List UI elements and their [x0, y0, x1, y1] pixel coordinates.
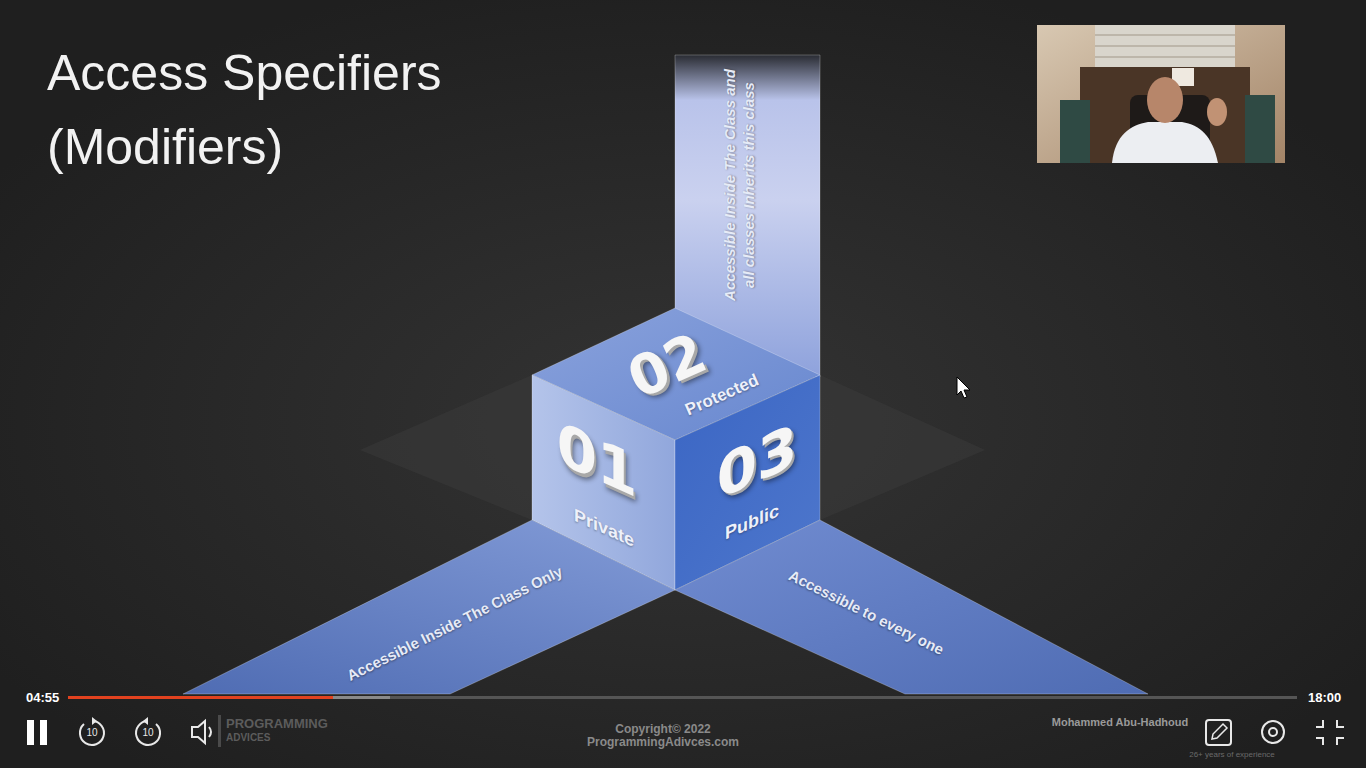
fullscreen-icon [1316, 720, 1344, 745]
volume-wave [209, 727, 211, 737]
webcam-frame [1037, 25, 1285, 163]
rewind-icon [80, 721, 104, 745]
cabinet-door [1060, 100, 1090, 163]
public-band: Accessible to every one [675, 520, 1148, 694]
private-band: Accessible Inside The Class Only [183, 520, 675, 694]
face-polygon [183, 520, 675, 694]
volume-icon [192, 721, 205, 743]
person-head [1147, 77, 1183, 123]
person-shirt [1112, 122, 1218, 163]
author-name: Mohammed Abu-Hadhoud [1052, 716, 1188, 728]
slide-title: Access Specifiers (Modifiers) [47, 36, 517, 184]
forward-arrow [143, 717, 148, 725]
pause-bar [27, 720, 34, 745]
cabinet [1080, 67, 1250, 163]
skip-seconds: 10 [86, 727, 97, 738]
mouse-cursor [957, 377, 970, 398]
face-shape [675, 520, 1148, 694]
progress-track [68, 696, 1297, 699]
band-text: Accessible Inside The Class and all clas… [721, 60, 759, 310]
cabinet-door [1245, 95, 1275, 163]
rewind-arrow [92, 717, 97, 725]
pencil-icon [1212, 724, 1227, 739]
copyright-note: Copyright© 2022 [615, 722, 711, 736]
floor-shade [820, 375, 985, 520]
person-hand [1207, 98, 1227, 126]
webcam-inset [1037, 25, 1285, 163]
time-total: 18:00 [1308, 690, 1341, 705]
logo-mark [218, 715, 221, 747]
time-elapsed: 04:55 [26, 690, 59, 705]
logo-text: ADVICES [226, 732, 270, 743]
copyright-site: ProgrammingAdivces.com [587, 735, 739, 749]
author-experience: 26+ years of experience [1189, 750, 1275, 759]
progress-played [68, 696, 333, 699]
settings-hub [1269, 728, 1277, 736]
pause-bar [40, 720, 47, 745]
logo-text: PROGRAMMING [226, 716, 328, 731]
skip-seconds: 10 [142, 727, 153, 738]
pencil-button [1206, 720, 1231, 745]
progress-buffer [68, 696, 390, 699]
face-shape [183, 520, 675, 694]
settings-icon [1262, 721, 1284, 743]
forward-icon [136, 721, 160, 745]
window-blind [1095, 25, 1235, 67]
floor-shade [360, 375, 532, 520]
face-polygon [675, 520, 1148, 694]
